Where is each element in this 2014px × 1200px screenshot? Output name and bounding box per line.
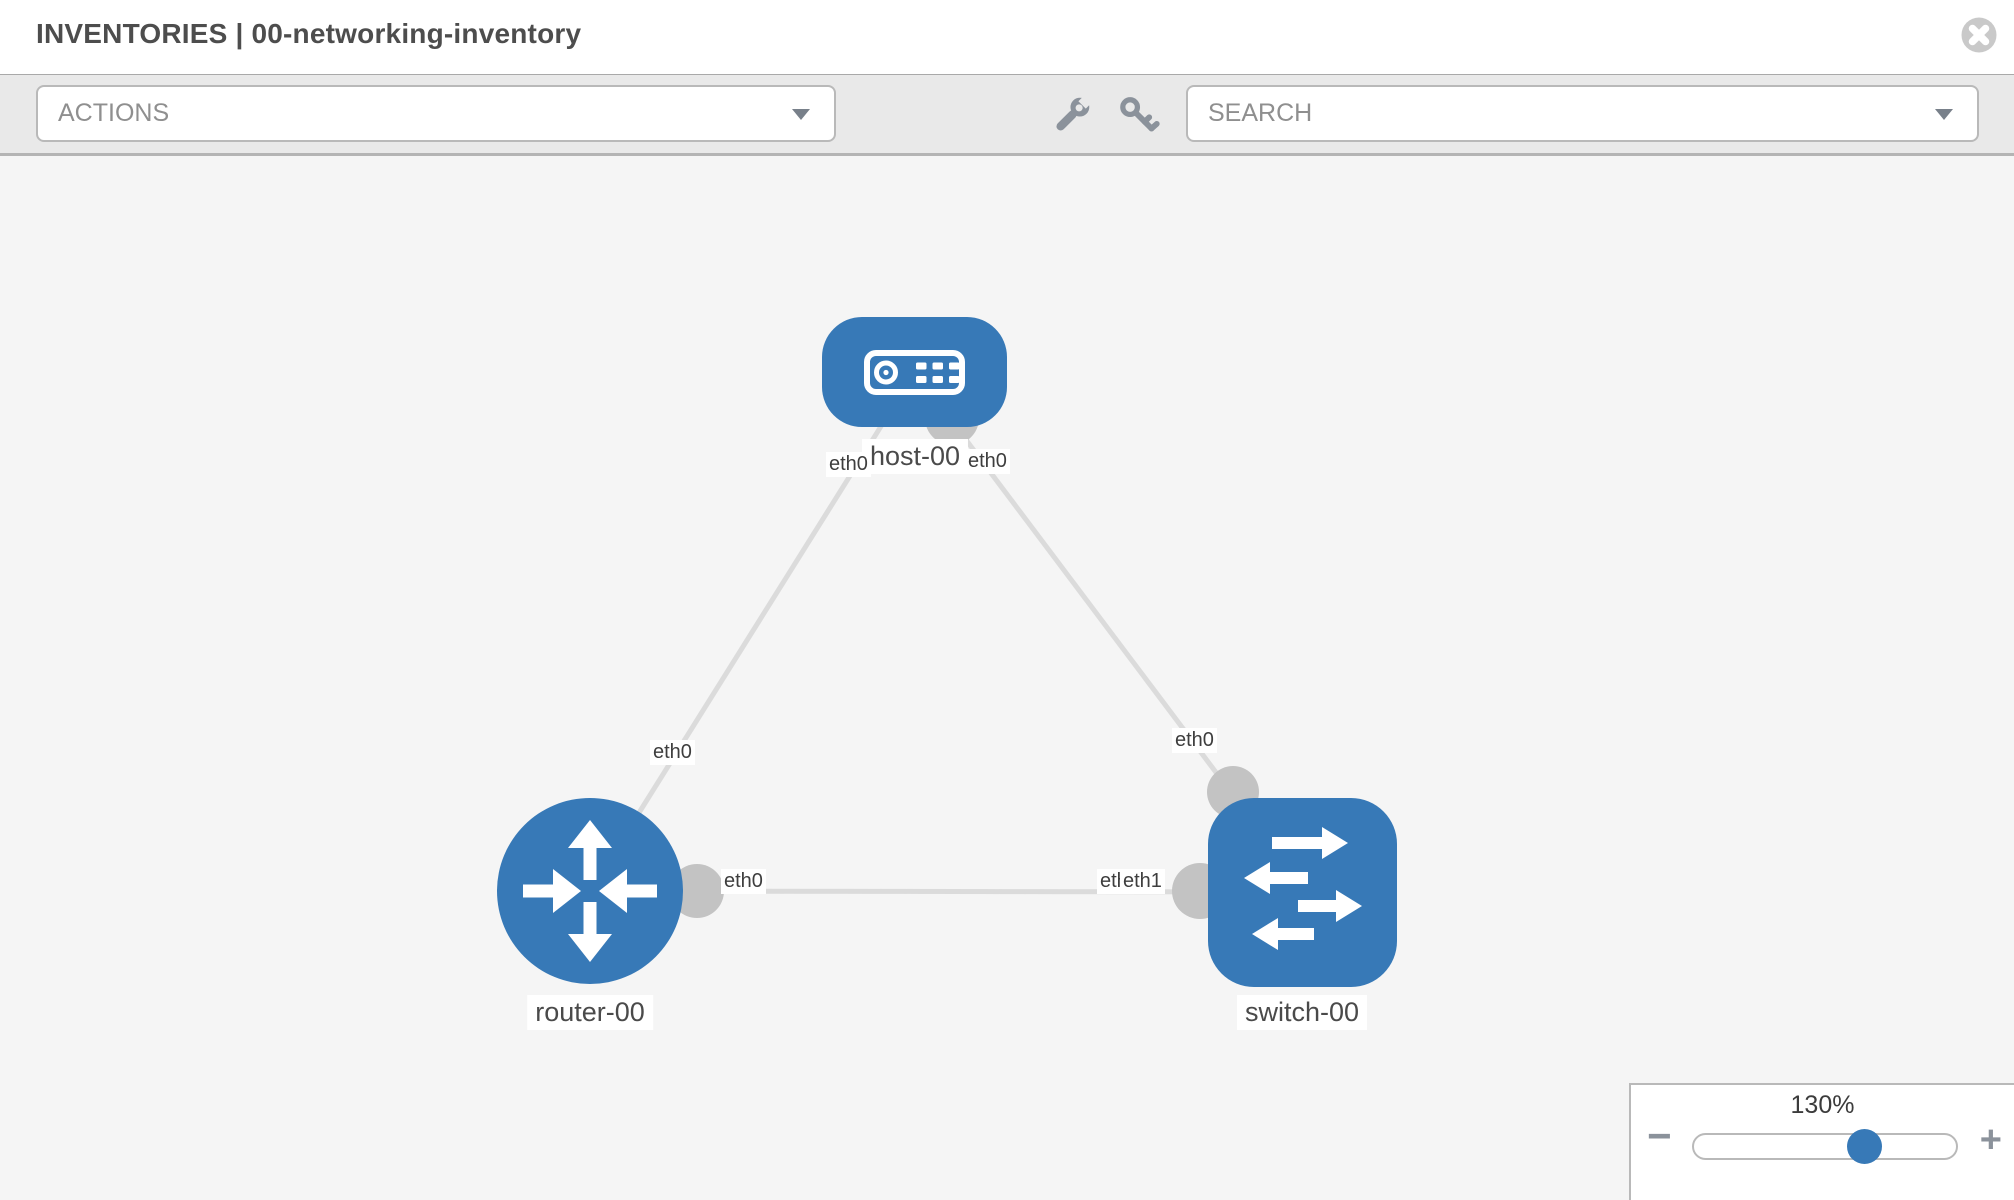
zoom-in-button[interactable]: + <box>1979 1119 2002 1161</box>
close-icon <box>1961 17 1997 53</box>
node-label-host-00: host-00 <box>861 439 969 474</box>
configure-button[interactable] <box>1048 93 1094 139</box>
iface-label-host-to-router: eth0 <box>826 452 871 477</box>
node-host-00[interactable] <box>822 317 1007 427</box>
toolbar: ACTIONS SEARCH <box>0 74 2014 156</box>
iface-label-router-to-switch: eth0 <box>721 869 766 894</box>
actions-dropdown[interactable]: ACTIONS <box>36 85 836 142</box>
key-icon <box>1120 97 1160 132</box>
topology-canvas[interactable]: host-00 router-00 switch-00 eth0 eth0 et… <box>0 156 2014 1200</box>
search-dropdown-label: SEARCH <box>1208 99 1313 127</box>
host-device-icon <box>864 350 965 395</box>
header: INVENTORIES | 00-networking-inventory <box>0 0 2014 74</box>
zoom-slider-thumb[interactable] <box>1847 1129 1882 1164</box>
zoom-slider[interactable] <box>1692 1129 1958 1164</box>
router-arrows-icon <box>523 820 657 962</box>
node-router-00[interactable] <box>497 798 683 984</box>
chevron-down-icon <box>792 108 810 120</box>
switch-arrows-icon <box>1244 827 1362 950</box>
chevron-down-icon <box>1935 108 1953 120</box>
search-dropdown[interactable]: SEARCH <box>1186 85 1979 142</box>
close-button[interactable] <box>1960 16 1998 54</box>
node-label-router-00: router-00 <box>527 995 653 1030</box>
iface-label-host-to-switch: eth0 <box>965 449 1010 474</box>
zoom-level-value: 130% <box>1790 1091 1855 1119</box>
links-layer <box>587 370 1303 919</box>
iface-label-switch-to-host: eth0 <box>1172 728 1217 753</box>
zoom-panel: 130% − + <box>1629 1083 2014 1200</box>
connector-router-right <box>670 864 724 918</box>
zoom-out-button[interactable]: − <box>1647 1112 1672 1159</box>
page-title: INVENTORIES | 00-networking-inventory <box>36 18 582 49</box>
iface-label-router-to-host: eth0 <box>650 740 695 765</box>
node-switch-00[interactable] <box>1208 798 1397 987</box>
actions-dropdown-label: ACTIONS <box>58 99 170 127</box>
credentials-button[interactable] <box>1116 93 1162 139</box>
wrench-icon <box>1056 93 1094 131</box>
node-label-switch-00: switch-00 <box>1236 995 1368 1030</box>
iface-label-switch-to-router: eth1 <box>1120 869 1165 894</box>
